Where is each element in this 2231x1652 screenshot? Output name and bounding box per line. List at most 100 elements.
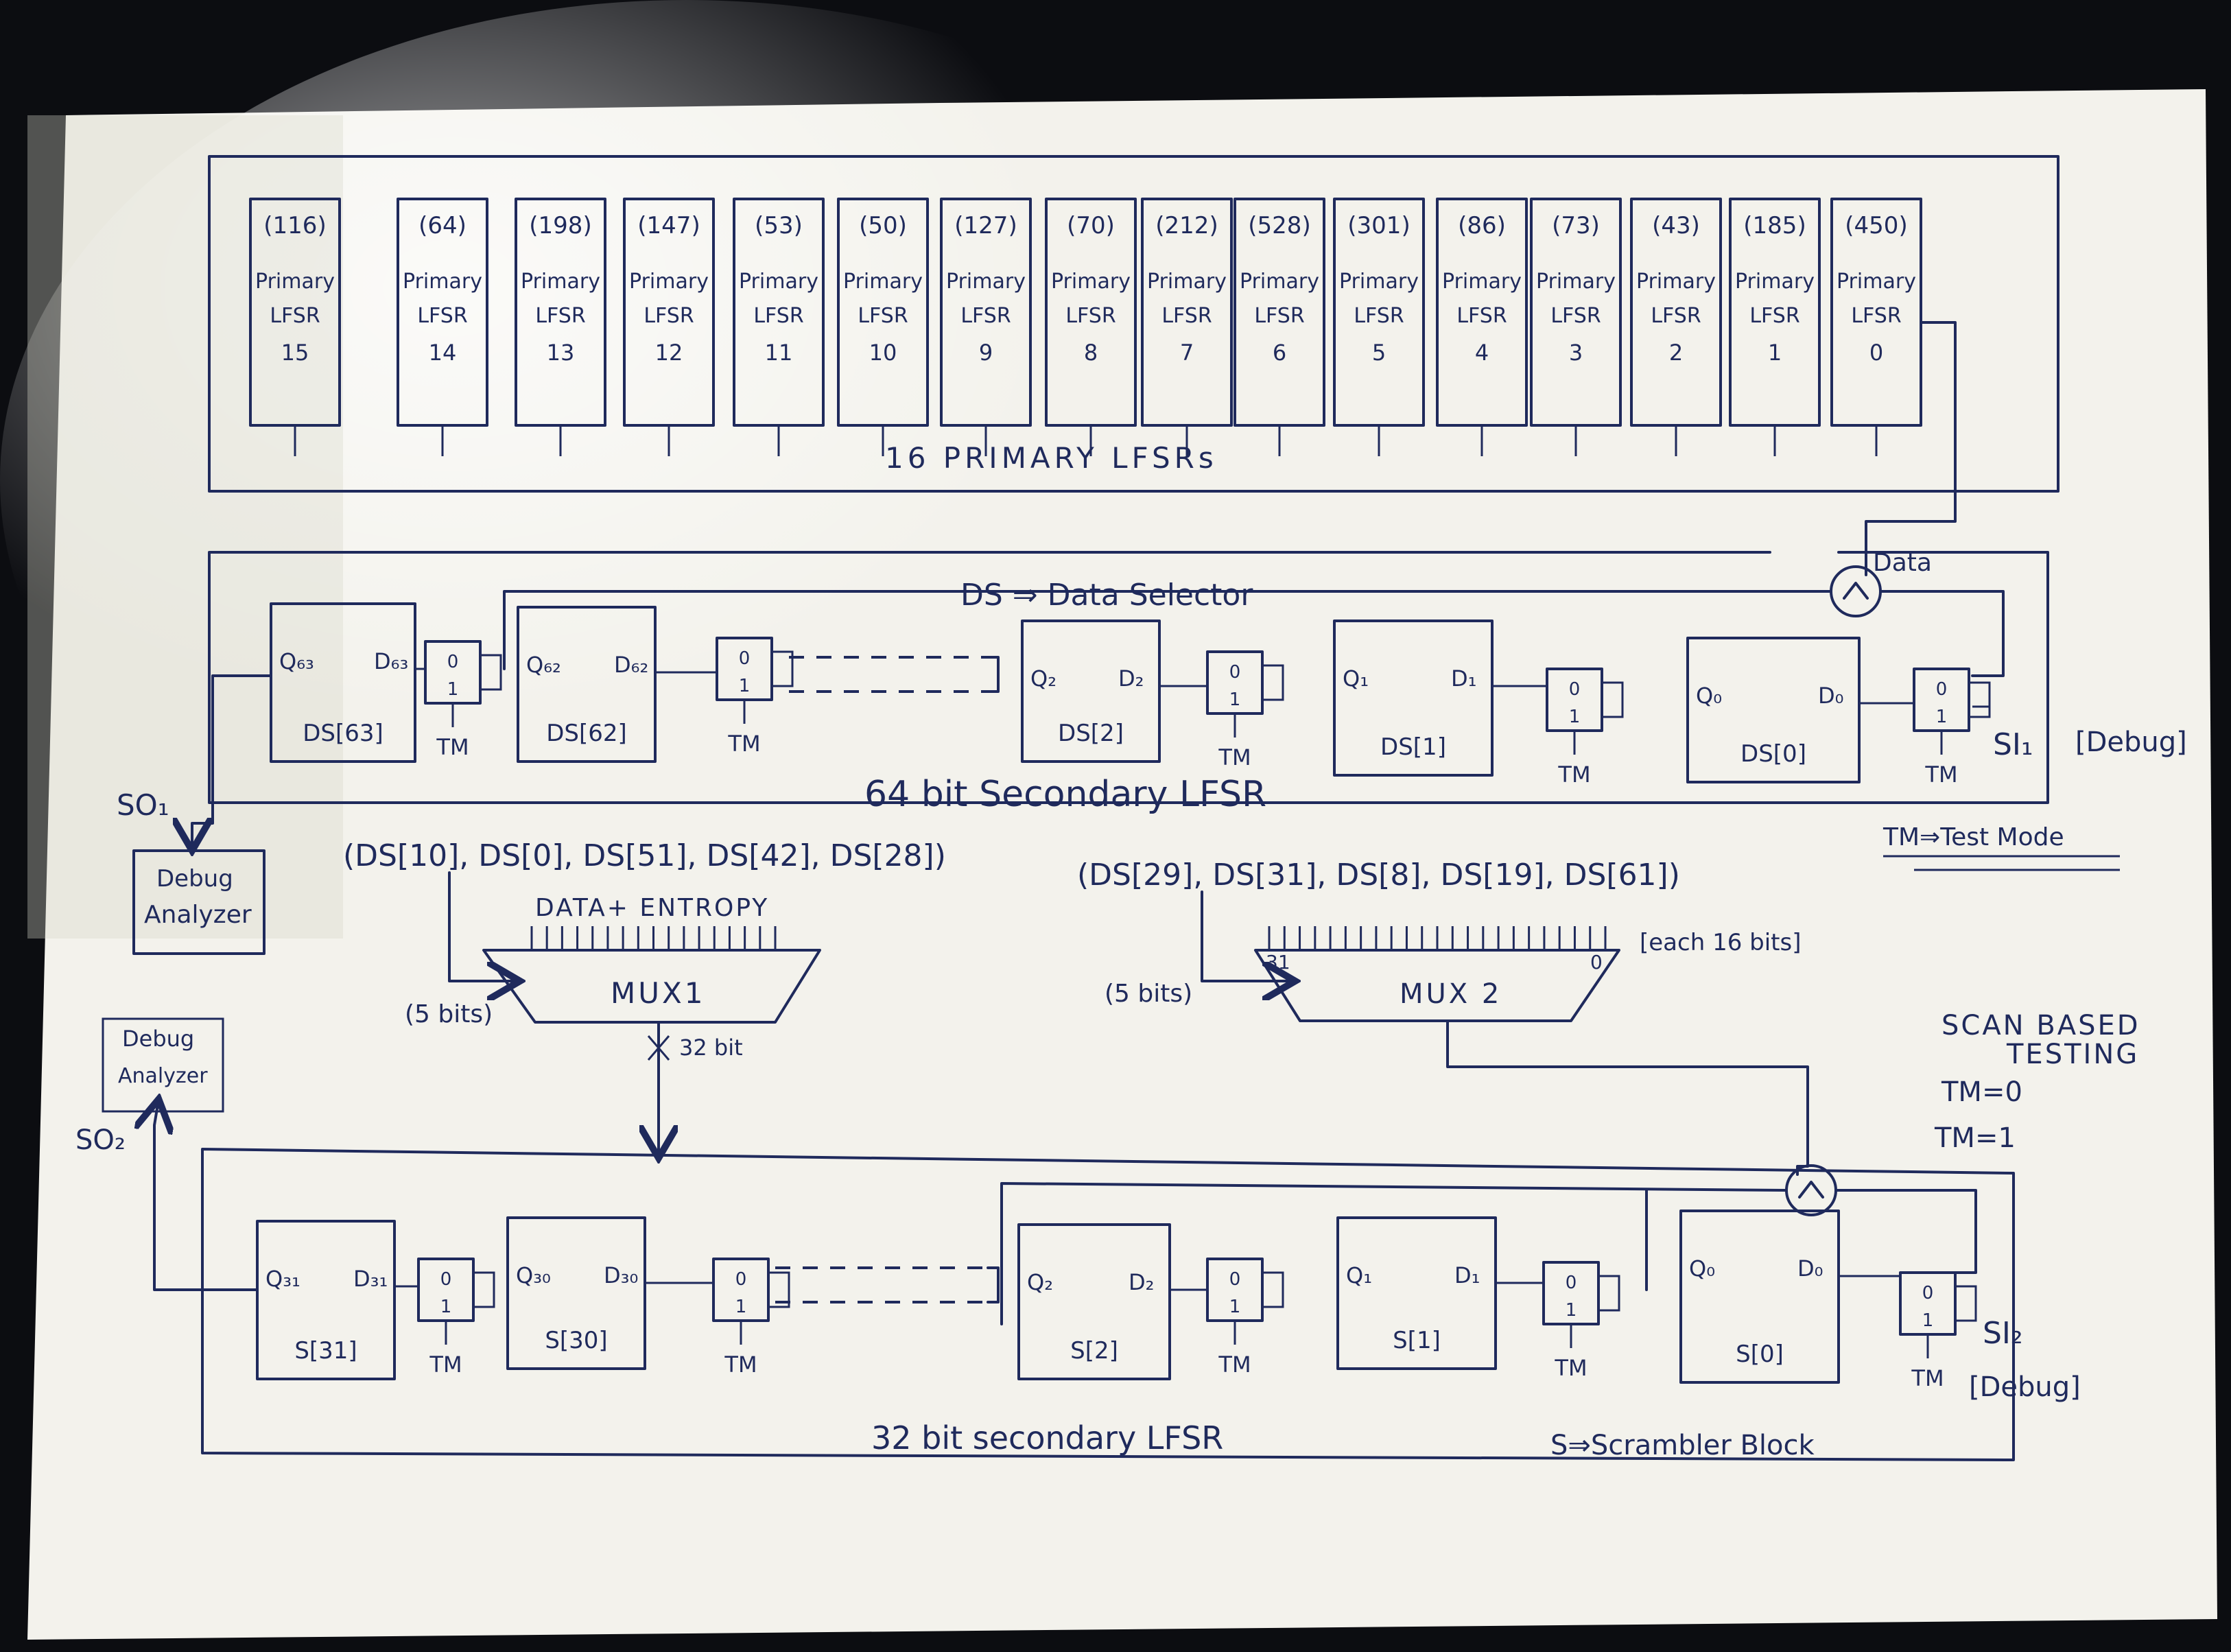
primary-lfsr-count: (212) — [1155, 212, 1218, 239]
so2-label: SO₂ — [75, 1124, 126, 1156]
mux1-out-width: 32 bit — [679, 1035, 743, 1061]
mux1-label: MUX1 — [611, 976, 705, 1010]
mux-cell-top: 0 — [1922, 1283, 1934, 1303]
primary-lfsr-word: Primary — [403, 270, 482, 294]
block-q-label: Q₃₁ — [265, 1266, 300, 1292]
mux2-in-width: [each 16 bits] — [1640, 929, 1801, 956]
primary-lfsr-word: Primary — [843, 270, 923, 294]
mux-cell-top: 0 — [1229, 1269, 1241, 1290]
primary-lfsr-type: LFSR — [858, 304, 908, 328]
so1-label: SO₁ — [117, 788, 169, 822]
scan-title: SCAN BASED — [1941, 1010, 2140, 1041]
primary-lfsr-type: LFSR — [1456, 304, 1507, 328]
primary-lfsr-type: LFSR — [1851, 304, 1901, 328]
block-d-label: D₂ — [1118, 665, 1144, 692]
primary-lfsr-count: (198) — [529, 212, 591, 239]
primary-lfsr-count: (127) — [954, 212, 1017, 239]
primary-lfsr-index: 14 — [429, 340, 457, 366]
block-d-label: D₃₁ — [353, 1266, 388, 1292]
primary-lfsr-index: 9 — [979, 340, 993, 366]
primary-lfsr-type: LFSR — [1065, 304, 1116, 328]
primary-lfsr-count: (116) — [263, 212, 326, 239]
primary-lfsr-count: (147) — [637, 212, 700, 239]
si2-label: SI₂ — [1983, 1316, 2023, 1351]
block-name: DS[0] — [1740, 740, 1806, 768]
primary-lfsr-word: Primary — [1735, 270, 1815, 294]
block-name: DS[62] — [546, 720, 627, 747]
primary-lfsr-index: 12 — [655, 340, 683, 366]
primary-lfsr-word: Primary — [1636, 270, 1716, 294]
block-d-label: D₆₃ — [374, 648, 408, 674]
block-name: S[0] — [1736, 1341, 1784, 1368]
si1-label: SI₁ — [1993, 727, 2033, 762]
block-q-label: Q₁ — [1343, 665, 1369, 692]
mux-cell-bottom: 1 — [447, 679, 459, 700]
primary-lfsr-count: (86) — [1458, 212, 1506, 239]
primary-lfsr-count: (50) — [859, 212, 907, 239]
tm-legend: TM⇒Test Mode — [1882, 823, 2064, 851]
mux-cell-bottom: 1 — [440, 1297, 452, 1317]
tm-label: TM — [429, 1352, 462, 1378]
mux-cell-top: 0 — [1566, 1273, 1577, 1293]
block-d-label: D₆₂ — [614, 652, 648, 678]
block-name: DS[63] — [303, 720, 383, 747]
mux-cell-top: 0 — [1936, 679, 1948, 700]
primary-lfsr-type: LFSR — [1749, 304, 1799, 328]
block-d-label: D₁ — [1451, 665, 1476, 692]
mux2-select-list: (DS[29], DS[31], DS[8], DS[19], DS[61]) — [1077, 858, 1680, 893]
scan-title-2: TESTING — [2006, 1039, 2139, 1070]
ds-legend: DS ⇒ Data Selector — [960, 578, 1253, 613]
primary-lfsr-index: 8 — [1084, 340, 1098, 366]
primary-lfsr-index: 10 — [869, 340, 897, 366]
primary-lfsr-type: LFSR — [1254, 304, 1304, 328]
block-q-label: Q₆₃ — [279, 648, 314, 674]
primary-lfsr-type: LFSR — [960, 304, 1011, 328]
debug-analyzer-2-line2: Analyzer — [118, 1064, 208, 1088]
block-q-label: Q₂ — [1027, 1269, 1053, 1295]
block-name: S[1] — [1393, 1327, 1441, 1354]
mux1-select-list: (DS[10], DS[0], DS[51], DS[42], DS[28]) — [343, 838, 946, 873]
primary-lfsr-count: (301) — [1347, 212, 1410, 239]
scan-tm0: TM=0 — [1941, 1076, 2022, 1108]
block-d-label: D₃₀ — [604, 1262, 638, 1288]
tm-label: TM — [1557, 762, 1590, 788]
mux-cell-bottom: 1 — [1229, 689, 1241, 710]
scan-tm1: TM=1 — [1934, 1122, 2016, 1154]
tm-label: TM — [1218, 1352, 1251, 1378]
mux2-idx-lo: 0 — [1590, 951, 1603, 974]
primary-lfsr-word: Primary — [1837, 270, 1916, 294]
mux-cell-bottom: 1 — [739, 676, 751, 696]
tm-mux-cell: 0 1TM — [417, 1258, 495, 1378]
debug-label-2: [Debug] — [1969, 1371, 2081, 1403]
primary-lfsr-index: 7 — [1180, 340, 1194, 366]
mux-cell-top: 0 — [440, 1269, 452, 1290]
mux-cell-top: 0 — [735, 1269, 747, 1290]
primary-lfsr-count: (64) — [418, 212, 467, 239]
primary-lfsr-word: Primary — [521, 270, 600, 294]
mux-cell-top: 0 — [1569, 679, 1581, 700]
block-q-label: Q₀ — [1696, 683, 1722, 709]
primary-lfsr-index: 15 — [281, 340, 309, 366]
